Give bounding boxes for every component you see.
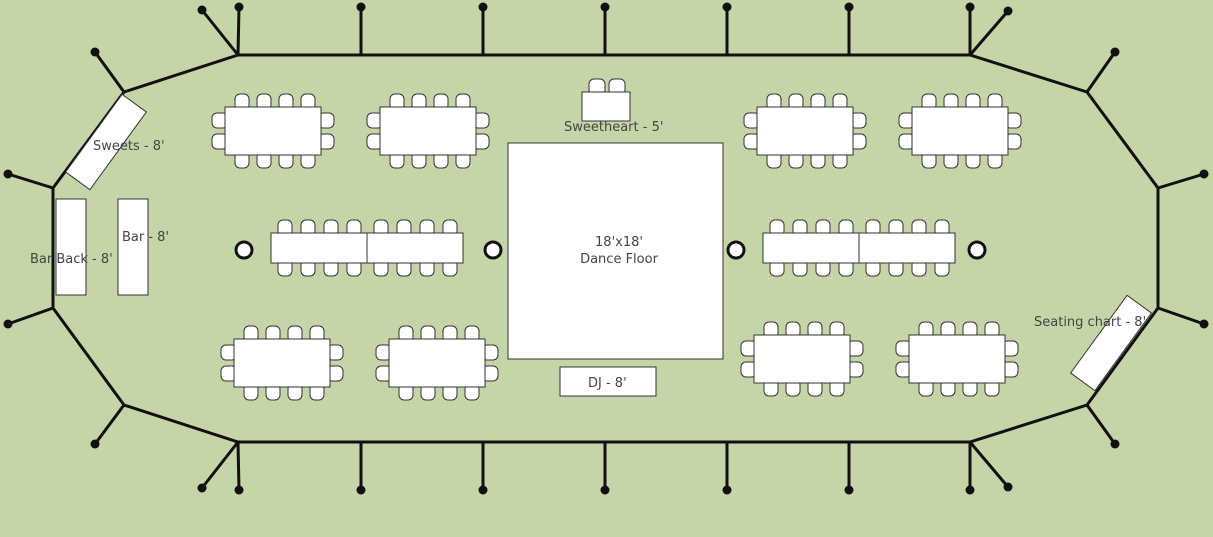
guy-line: [968, 441, 1010, 488]
sweetheart-label: Sweetheart - 5': [564, 120, 663, 135]
seating-chart-table: [1069, 294, 1153, 392]
tent-pole: [234, 240, 254, 260]
bar-label: Bar - 8': [122, 230, 169, 245]
tent-pole: [726, 240, 746, 260]
furniture-layer: [55, 78, 1153, 401]
guy-line: [236, 6, 241, 56]
sweets-table: [64, 93, 148, 191]
stake: [844, 485, 854, 495]
guy-line: [93, 404, 126, 445]
stake: [3, 319, 13, 329]
tent-pole: [967, 240, 987, 260]
stake: [90, 439, 100, 449]
bar-back-label: Bar Back - 8': [30, 252, 113, 267]
banquet-table: [270, 232, 368, 264]
guy-line: [200, 9, 240, 56]
stake: [234, 485, 244, 495]
dance-floor-size-label: 18'x18': [595, 235, 643, 250]
guest-table: [224, 106, 322, 156]
stake: [1003, 482, 1013, 492]
stake: [600, 485, 610, 495]
guy-line: [1085, 404, 1117, 445]
banquet-table: [366, 232, 464, 264]
stake: [1110, 47, 1120, 57]
stake: [1110, 439, 1120, 449]
stake: [197, 5, 207, 15]
guy-line: [968, 10, 1010, 56]
guy-line: [7, 306, 54, 326]
bar-table: [117, 198, 149, 296]
guest-table: [388, 338, 486, 388]
guest-table: [379, 106, 477, 156]
guy-line: [1085, 51, 1117, 93]
stake: [722, 2, 732, 12]
guy-line: [7, 172, 54, 190]
guy-line: [1157, 306, 1205, 326]
stake: [356, 485, 366, 495]
stake: [3, 169, 13, 179]
guest-table: [911, 106, 1009, 156]
bar-back-table: [55, 198, 87, 296]
stake: [965, 485, 975, 495]
stake: [1003, 6, 1013, 16]
stake: [1199, 319, 1209, 329]
dj-table: [559, 366, 657, 397]
stake: [1199, 169, 1209, 179]
stake: [722, 485, 732, 495]
guy-line: [236, 441, 241, 491]
guest-table: [756, 106, 854, 156]
sweetheart-table: [581, 91, 631, 122]
stake: [478, 485, 488, 495]
guest-table: [908, 334, 1006, 384]
stake: [90, 47, 100, 57]
stake: [965, 2, 975, 12]
dance-floor: [507, 142, 724, 360]
guest-table: [753, 334, 851, 384]
tent-pole: [483, 240, 503, 260]
sweets-label: Sweets - 8': [93, 139, 165, 154]
guy-line: [1157, 172, 1205, 190]
dj-label: DJ - 8': [588, 376, 627, 391]
stake: [600, 2, 610, 12]
guest-table: [233, 338, 331, 388]
stake: [844, 2, 854, 12]
stake: [234, 2, 244, 12]
dance-floor-name-label: Dance Floor: [580, 252, 658, 267]
banquet-table: [762, 232, 860, 264]
guy-line: [93, 51, 126, 93]
stake: [356, 2, 366, 12]
stake: [478, 2, 488, 12]
tent-stakes: [3, 2, 1209, 495]
seating-chart-label: Seating chart - 8': [1034, 315, 1146, 330]
guy-line: [200, 441, 240, 489]
stake: [197, 483, 207, 493]
banquet-table: [858, 232, 956, 264]
